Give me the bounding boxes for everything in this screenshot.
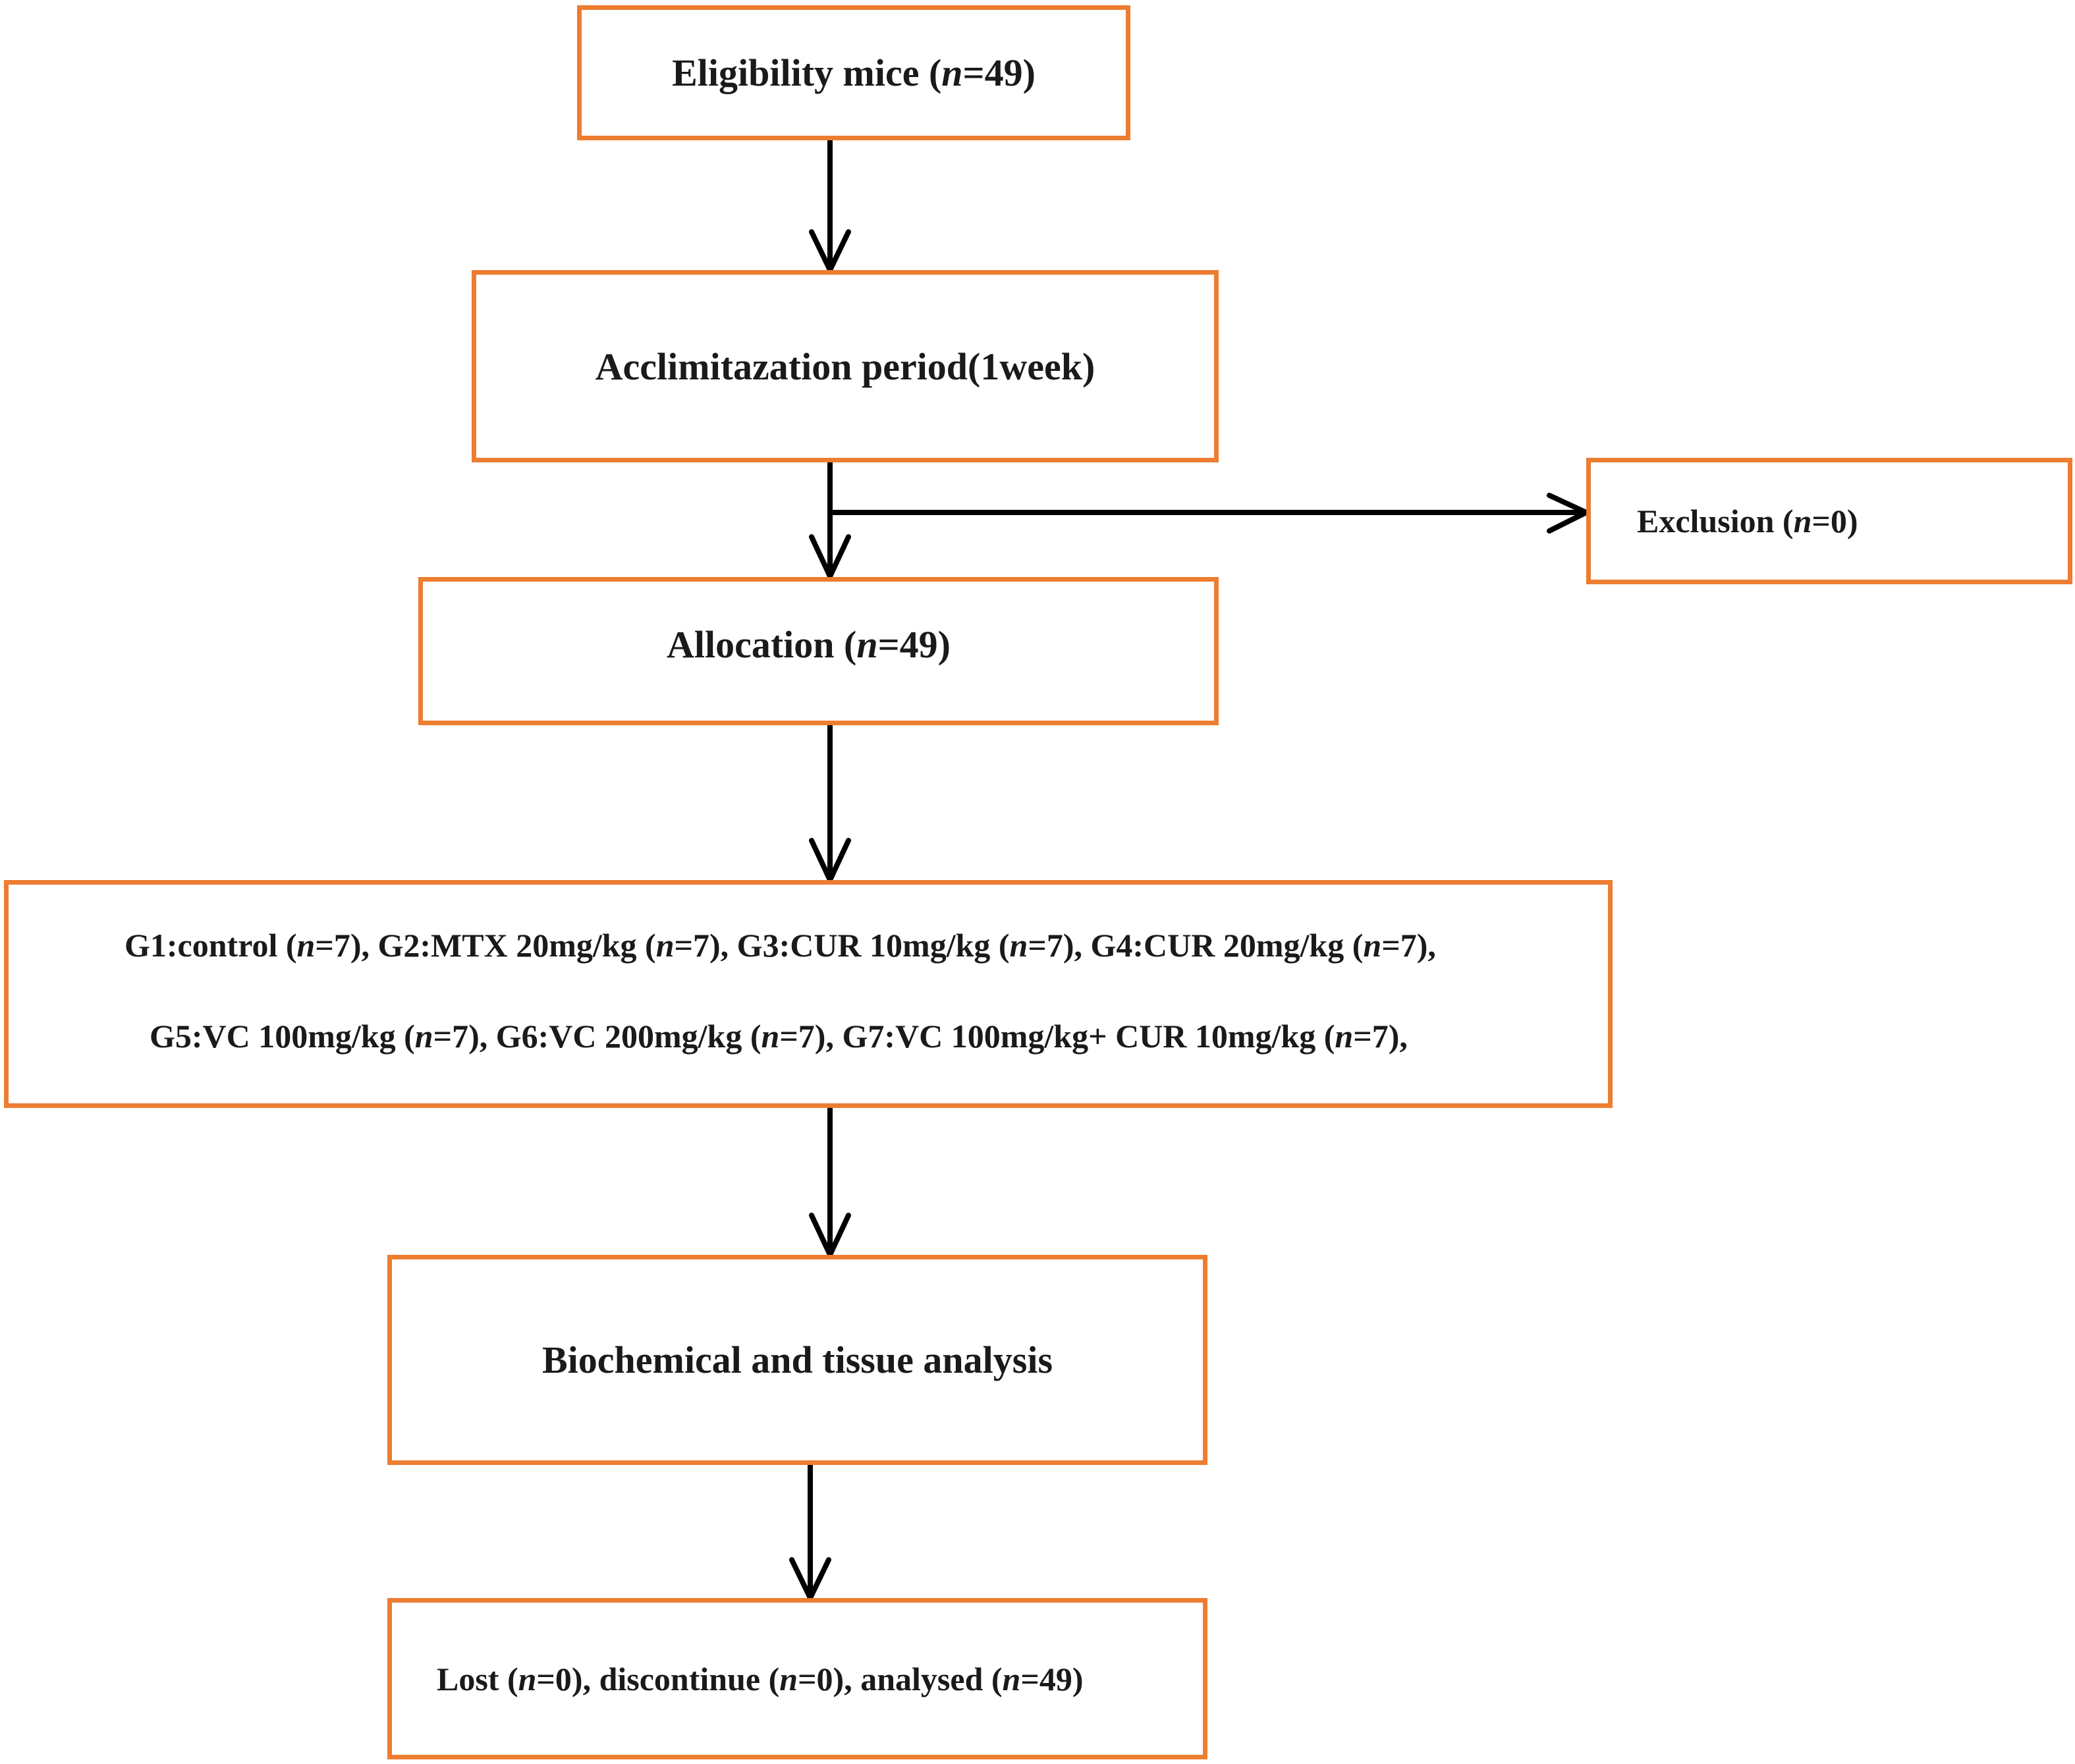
eligibility-box: Eligibility mice (n=49) xyxy=(577,5,1130,140)
exclusion-text: Exclusion (n=0) xyxy=(1637,503,1858,539)
outcome-text: Lost (n=0), discontinue (n=0), analysed … xyxy=(437,1660,1084,1697)
eligibility-text: Eligibility mice (n=49) xyxy=(672,51,1036,94)
analysis-box: Biochemical and tissue analysis xyxy=(387,1255,1207,1465)
acclimatization-text: Acclimitazation period(1week) xyxy=(595,345,1095,388)
analysis-text: Biochemical and tissue analysis xyxy=(541,1338,1053,1381)
allocation-box: Allocation (n=49) xyxy=(418,577,1219,725)
outcome-box: Lost (n=0), discontinue (n=0), analysed … xyxy=(387,1598,1207,1759)
arrowhead-allocation xyxy=(809,534,851,579)
groups-box: G1:control (n=7), G2:MTX 20mg/kg (n=7), … xyxy=(4,880,1613,1108)
groups-line-1: G1:control (n=7), G2:MTX 20mg/kg (n=7), … xyxy=(124,927,1436,964)
groups-line-2: G5:VC 100mg/kg (n=7), G6:VC 200mg/kg (n=… xyxy=(150,1018,1408,1055)
exclusion-box: Exclusion (n=0) xyxy=(1586,458,2072,584)
acclimatization-box: Acclimitazation period(1week) xyxy=(472,270,1219,462)
allocation-text: Allocation (n=49) xyxy=(667,623,951,666)
